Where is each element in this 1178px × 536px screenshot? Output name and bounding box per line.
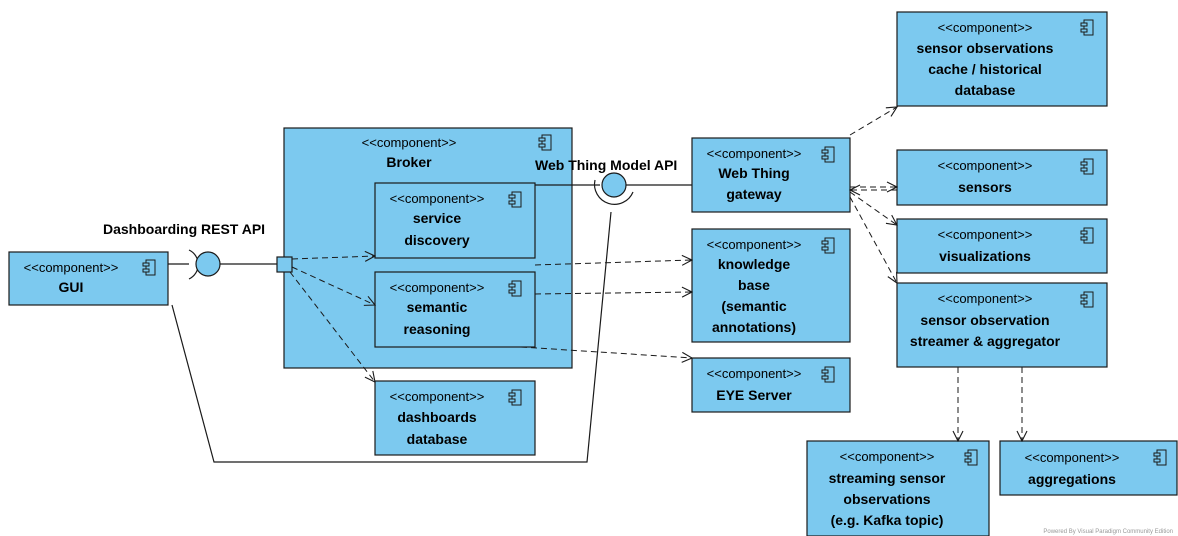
streamer-aggregator-component[interactable]: <<component>> sensor observation streame… [896, 282, 1108, 368]
dashboarding-rest-api-lollipop[interactable] [195, 251, 221, 277]
semantic-reasoning-name-line-1: semantic [407, 299, 468, 315]
dashboards-database-name-line-2: database [407, 431, 468, 447]
component-icon [1153, 449, 1167, 466]
knowledge-base-name-line-1: knowledge [718, 256, 791, 272]
dep-gateway-to-streamer [849, 196, 897, 283]
component-icon [1080, 291, 1094, 308]
streaming-observations-component[interactable]: <<component>> streaming sensor observati… [806, 440, 990, 536]
component-icon [1080, 19, 1094, 36]
visualizations-name: visualizations [939, 248, 1031, 264]
web-thing-model-api-label: Web Thing Model API [535, 157, 677, 173]
sensor-observations-cache-component[interactable]: <<component>> sensor observations cache … [896, 11, 1108, 107]
sensors-name: sensors [958, 179, 1012, 195]
dep-service-discovery-to-knowledge-base [534, 260, 692, 265]
gui-component[interactable]: <<component>> GUI [8, 251, 169, 306]
gui-to-wtm-api-line [171, 211, 612, 463]
component-icon [508, 191, 522, 208]
sensors-component[interactable]: <<component>> sensors [896, 149, 1108, 206]
web-thing-gateway-name-line-1: Web Thing [718, 165, 789, 181]
dashboards-database-name-line-1: dashboards [397, 409, 477, 425]
streaming-observations-name-line-2: observations [843, 491, 930, 507]
streamer-aggregator-name-line-1: sensor observation [920, 312, 1049, 328]
stereotype-label: <<component>> [390, 191, 485, 206]
knowledge-base-name-line-3: (semantic [721, 298, 787, 314]
component-icon [508, 389, 522, 406]
dep-semantic-reasoning-to-knowledge-base [534, 292, 692, 294]
component-icon [538, 134, 552, 151]
dep-gateway-to-cache [849, 107, 897, 136]
component-icon [1080, 227, 1094, 244]
dep-port-to-dashboards-database [289, 271, 375, 382]
sensor-observations-cache-name-line-1: sensor observations [917, 40, 1054, 56]
component-icon [508, 280, 522, 297]
dep-port-to-semantic-reasoning [291, 266, 375, 305]
stereotype-label: <<component>> [938, 291, 1033, 306]
aggregations-component[interactable]: <<component>> aggregations [999, 440, 1178, 496]
component-icon [821, 237, 835, 254]
stereotype-label: <<component>> [1025, 450, 1120, 465]
knowledge-base-component[interactable]: <<component>> knowledge base (semantic a… [691, 228, 851, 343]
streaming-observations-name-line-1: streaming sensor [829, 470, 946, 486]
component-icon [142, 259, 156, 276]
web-thing-gateway-name-line-2: gateway [726, 186, 781, 202]
streamer-aggregator-name-line-2: streamer & aggregator [910, 333, 1061, 349]
stereotype-label: <<component>> [707, 366, 802, 381]
wtm-api-socket [593, 179, 634, 205]
dashboards-database-component[interactable]: <<component>> dashboards database [374, 380, 536, 456]
stereotype-label: <<component>> [938, 158, 1033, 173]
dep-port-to-service-discovery [291, 256, 375, 259]
semantic-reasoning-component[interactable]: <<component>> semantic reasoning [374, 271, 536, 348]
stereotype-label: <<component>> [390, 389, 485, 404]
component-icon [821, 146, 835, 163]
stereotype-label: <<component>> [707, 237, 802, 252]
service-discovery-name-line-1: service [413, 210, 461, 226]
component-icon [964, 449, 978, 466]
visualizations-component[interactable]: <<component>> visualizations [896, 218, 1108, 274]
knowledge-base-name-line-2: base [738, 277, 770, 293]
stereotype-label: <<component>> [24, 260, 119, 275]
component-icon [821, 366, 835, 383]
stereotype-label: <<component>> [840, 449, 935, 464]
footer-watermark: Powered By Visual Paradigm Community Edi… [1043, 529, 1173, 535]
broker-name: Broker [386, 154, 432, 170]
web-thing-gateway-component[interactable]: <<component>> Web Thing gateway [691, 137, 851, 213]
knowledge-base-name-line-4: annotations) [712, 319, 796, 335]
service-discovery-component[interactable]: <<component>> service discovery [374, 182, 536, 259]
component-icon [1080, 158, 1094, 175]
stereotype-label: <<component>> [362, 135, 457, 150]
gui-name: GUI [59, 279, 84, 295]
dep-semantic-reasoning-to-eye-server [520, 346, 692, 358]
stereotype-label: <<component>> [938, 20, 1033, 35]
semantic-reasoning-name-line-2: reasoning [404, 321, 471, 337]
dashboarding-rest-api-label: Dashboarding REST API [103, 221, 265, 237]
sensor-observations-cache-name-line-3: database [955, 82, 1016, 98]
aggregations-name: aggregations [1028, 471, 1116, 487]
streaming-observations-name-line-3: (e.g. Kafka topic) [831, 512, 944, 528]
stereotype-label: <<component>> [707, 146, 802, 161]
web-thing-model-api-lollipop[interactable] [601, 172, 627, 198]
service-discovery-name-line-2: discovery [404, 232, 470, 248]
dep-gateway-to-visualizations [849, 191, 897, 225]
stereotype-label: <<component>> [938, 227, 1033, 242]
eye-server-component[interactable]: <<component>> EYE Server [691, 357, 851, 413]
stereotype-label: <<component>> [390, 280, 485, 295]
eye-server-name: EYE Server [716, 387, 792, 403]
sensor-observations-cache-name-line-2: cache / historical [928, 61, 1042, 77]
broker-port[interactable] [276, 256, 293, 273]
